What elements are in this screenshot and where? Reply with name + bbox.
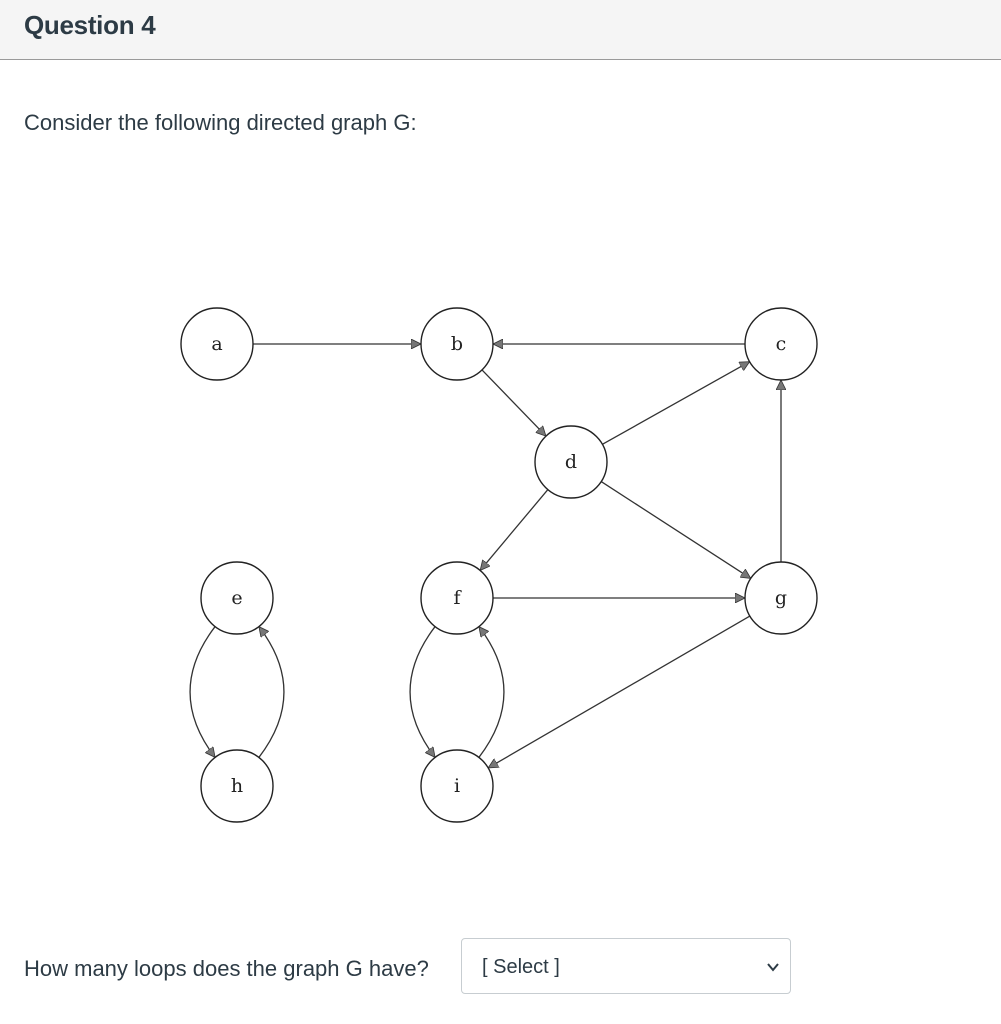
graph-nodes: a b c d e f g h i [180, 307, 818, 823]
edge-i-to-f [479, 627, 505, 758]
edge-e-to-h [189, 626, 215, 758]
node-circle-h [200, 749, 274, 823]
node-label-b: b [451, 333, 463, 355]
node-circle-d [534, 425, 608, 499]
node-h: h [200, 749, 274, 823]
node-label-h: h [231, 775, 243, 797]
node-label-d: d [565, 451, 577, 473]
graph-edges [189, 344, 781, 769]
node-label-f: f [453, 587, 462, 609]
answer-select-value: [ Select ] [482, 956, 560, 978]
edge-d-to-f [480, 489, 549, 571]
node-e: e [200, 561, 274, 635]
edge-f-to-i [409, 626, 435, 758]
loops-question-text: How many loops does the graph G have? [24, 956, 429, 981]
chevron-down-icon [767, 963, 779, 972]
node-label-i: i [454, 775, 460, 797]
node-g: g [744, 561, 818, 635]
node-circle-g [744, 561, 818, 635]
node-label-e: e [231, 587, 242, 609]
answer-select[interactable]: [ Select ] [461, 938, 791, 994]
edge-d-to-c [602, 361, 749, 445]
node-label-a: a [211, 333, 222, 355]
question-title: Question 4 [24, 10, 156, 40]
node-f: f [420, 561, 494, 635]
question-prompt: Consider the following directed graph G: [24, 110, 417, 135]
node-circle-b [420, 307, 494, 381]
node-c: c [744, 307, 818, 381]
node-circle-a [180, 307, 254, 381]
edge-b-to-d [481, 369, 546, 436]
node-a: a [180, 307, 254, 381]
node-circle-i [420, 749, 494, 823]
node-circle-e [200, 561, 274, 635]
question-header: Question 4 [0, 0, 1001, 60]
node-d: d [534, 425, 608, 499]
node-label-c: c [776, 333, 787, 355]
node-circle-f [420, 561, 494, 635]
node-circle-c [744, 307, 818, 381]
node-label-g: g [775, 587, 787, 609]
edge-d-to-g [600, 481, 751, 579]
node-i: i [420, 749, 494, 823]
edge-g-to-i [488, 615, 751, 769]
edge-h-to-e [259, 627, 285, 758]
node-b: b [420, 307, 494, 381]
